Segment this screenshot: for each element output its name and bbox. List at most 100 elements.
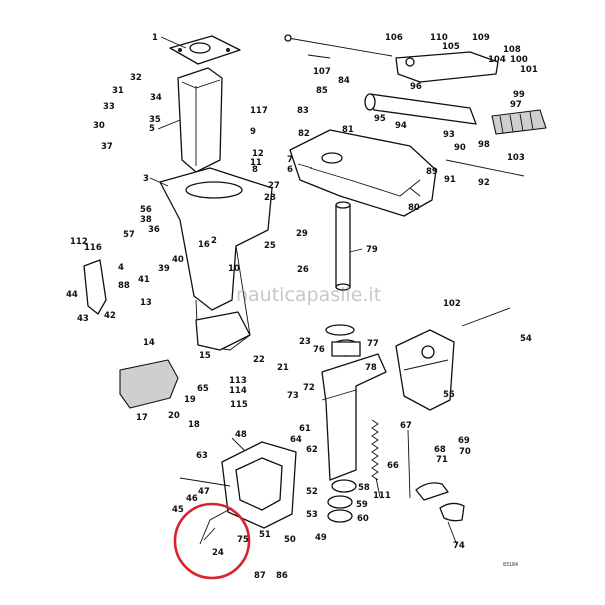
part-label-56: 56	[140, 205, 152, 215]
part-label-58: 58	[358, 483, 370, 493]
part-label-86: 86	[276, 571, 288, 581]
part-label-42: 42	[104, 311, 116, 321]
part-label-103: 103	[507, 153, 525, 163]
part-label-22: 22	[253, 355, 265, 365]
part-103-grip	[491, 109, 547, 135]
part-label-48: 48	[235, 430, 247, 440]
part-105-tiller	[395, 51, 499, 83]
part-label-89: 89	[426, 167, 438, 177]
part-label-64: 64	[290, 435, 302, 445]
part-label-109: 109	[472, 33, 490, 43]
part-58-60-washers	[327, 479, 357, 523]
part-label-16: 16	[198, 240, 210, 250]
part-63-bolt	[179, 477, 231, 487]
part-label-39: 39	[158, 264, 170, 274]
part-92-rod	[445, 159, 525, 177]
part-label-68: 68	[434, 445, 446, 455]
part-label-1: 1	[152, 33, 158, 43]
part-54-bolt	[461, 307, 511, 327]
part-label-81: 81	[342, 125, 354, 135]
part-label-78: 78	[365, 363, 377, 373]
part-labels: 1 2 3 4 5 6 7 8 9 10 11 12 13 14 15 16 1…	[66, 33, 538, 581]
part-79-tube	[335, 201, 351, 291]
part-label-45: 45	[172, 505, 184, 515]
part-label-72: 72	[303, 383, 315, 393]
part-label-99: 99	[513, 90, 525, 100]
part-label-2: 2	[211, 236, 217, 246]
part-label-19: 19	[184, 395, 196, 405]
part-label-82: 82	[298, 129, 310, 139]
drawing-code: 83184	[503, 562, 518, 568]
part-label-33: 33	[103, 102, 115, 112]
part-label-88: 88	[118, 281, 130, 291]
part-label-32: 32	[130, 73, 142, 83]
part-label-62: 62	[306, 445, 318, 455]
part-label-75: 75	[237, 535, 249, 545]
part-label-108: 108	[503, 45, 521, 55]
part-label-29: 29	[296, 229, 308, 239]
part-label-98: 98	[478, 140, 490, 150]
part-label-60: 60	[357, 514, 369, 524]
part-label-37: 37	[101, 142, 113, 152]
part-label-117: 117	[250, 106, 268, 116]
part-label-52: 52	[306, 487, 318, 497]
part-label-6: 6	[287, 165, 293, 175]
part-label-41: 41	[138, 275, 150, 285]
part-label-87: 87	[254, 571, 266, 581]
part-label-97: 97	[510, 100, 522, 110]
part-label-93: 93	[443, 130, 455, 140]
leader-lines	[149, 36, 458, 546]
part-label-74: 74	[453, 541, 465, 551]
part-label-71: 71	[436, 455, 448, 465]
part-label-90: 90	[454, 143, 466, 153]
part-label-21: 21	[277, 363, 289, 373]
part-label-55: 55	[443, 390, 455, 400]
part-label-61: 61	[299, 424, 311, 434]
part-5-exhaust-housing	[177, 67, 223, 173]
part-label-115: 115	[230, 400, 248, 410]
part-label-50: 50	[284, 535, 296, 545]
part-label-69: 69	[458, 436, 470, 446]
part-66-pin	[407, 429, 411, 499]
part-label-101: 101	[520, 65, 538, 75]
part-label-4: 4	[118, 263, 124, 273]
highlight-circle	[173, 502, 251, 580]
part-label-92: 92	[478, 178, 490, 188]
part-label-54: 54	[520, 334, 532, 344]
part-label-25: 25	[264, 241, 276, 251]
part-label-77: 77	[367, 339, 379, 349]
part-label-30: 30	[93, 121, 105, 131]
part-107-rod	[284, 34, 393, 57]
part-label-73: 73	[287, 391, 299, 401]
part-label-67: 67	[400, 421, 412, 431]
part-label-104: 104	[488, 55, 506, 65]
part-24-tilt-lever	[199, 507, 233, 545]
part-93-throttle-shaft	[364, 93, 477, 125]
part-61-column	[321, 353, 387, 481]
part-77-bushings	[325, 324, 361, 357]
part-label-94: 94	[395, 121, 407, 131]
part-label-107: 107	[313, 67, 331, 77]
part-68-74-levers	[415, 482, 465, 522]
part-label-28: 28	[264, 193, 276, 203]
part-label-76: 76	[313, 345, 325, 355]
part-label-34: 34	[150, 93, 162, 103]
part-label-46: 46	[186, 494, 198, 504]
part-label-31: 31	[112, 86, 124, 96]
part-label-59: 59	[356, 500, 368, 510]
part-label-83: 83	[297, 106, 309, 116]
part-102-clamp-bracket	[395, 329, 455, 411]
part-label-112: 112	[70, 237, 88, 247]
part-111-spring	[371, 419, 379, 481]
part-label-5: 5	[149, 124, 155, 134]
part-label-91: 91	[444, 175, 456, 185]
part-label-110: 110	[430, 33, 448, 43]
part-label-105: 105	[442, 42, 460, 52]
part-label-70: 70	[459, 447, 471, 457]
part-label-44: 44	[66, 290, 78, 300]
part-label-116: 116	[84, 243, 102, 253]
part-label-12: 12	[252, 149, 264, 159]
part-label-10: 10	[228, 264, 240, 274]
part-label-114: 114	[229, 386, 247, 396]
part-label-8: 8	[252, 165, 258, 175]
